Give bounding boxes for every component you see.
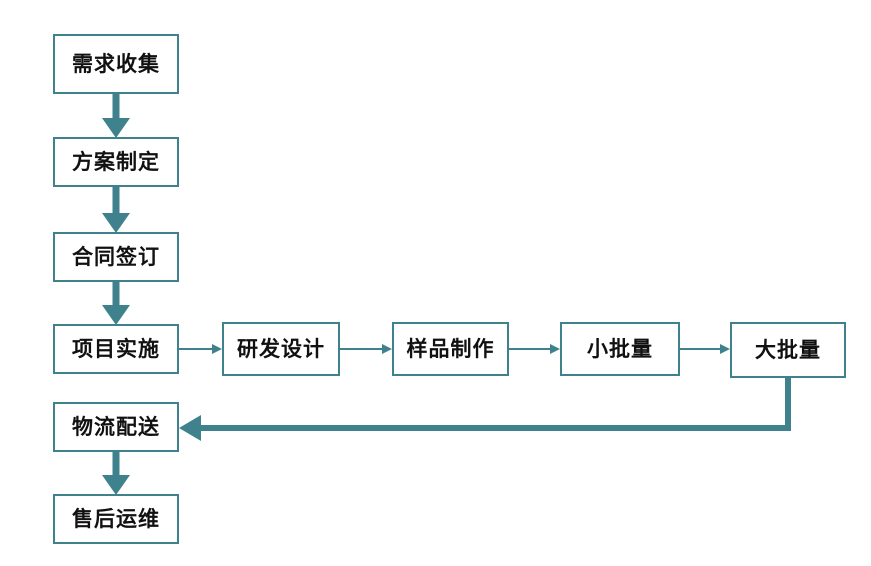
node-label-requirements: 需求收集 <box>72 51 160 76</box>
edge-sample-making-to-small-batch <box>509 344 560 354</box>
node-label-planning: 方案制定 <box>72 149 160 174</box>
node-contract[interactable]: 合同签订 <box>53 232 179 282</box>
node-label-logistics: 物流配送 <box>72 414 160 439</box>
node-logistics[interactable]: 物流配送 <box>53 402 179 452</box>
node-label-rnd-design: 研发设计 <box>237 336 325 361</box>
edge-logistics-to-after-sales <box>102 452 130 495</box>
node-planning[interactable]: 方案制定 <box>53 137 179 187</box>
node-label-sample-making: 样品制作 <box>406 336 495 361</box>
node-label-implementation: 项目实施 <box>72 336 160 361</box>
edge-implementation-to-rnd-design <box>179 344 222 354</box>
edge-requirements-to-planning <box>102 94 130 138</box>
node-label-small-batch: 小批量 <box>587 336 653 361</box>
node-label-after-sales: 售后运维 <box>72 506 160 531</box>
edge-small-batch-to-large-batch <box>680 344 730 354</box>
node-label-large-batch: 大批量 <box>755 337 821 362</box>
edge-large-batch-to-logistics <box>179 378 791 441</box>
edge-contract-to-implementation <box>102 282 130 325</box>
node-large-batch[interactable]: 大批量 <box>730 322 846 378</box>
edge-rnd-design-to-sample-making <box>340 344 392 354</box>
edge-planning-to-contract <box>102 187 130 233</box>
node-after-sales[interactable]: 售后运维 <box>53 494 179 544</box>
node-sample-making[interactable]: 样品制作 <box>392 322 509 376</box>
node-rnd-design[interactable]: 研发设计 <box>222 322 340 376</box>
node-implementation[interactable]: 项目实施 <box>53 324 179 374</box>
node-requirements[interactable]: 需求收集 <box>53 34 179 94</box>
node-small-batch[interactable]: 小批量 <box>560 322 680 376</box>
node-label-contract: 合同签订 <box>72 244 160 269</box>
